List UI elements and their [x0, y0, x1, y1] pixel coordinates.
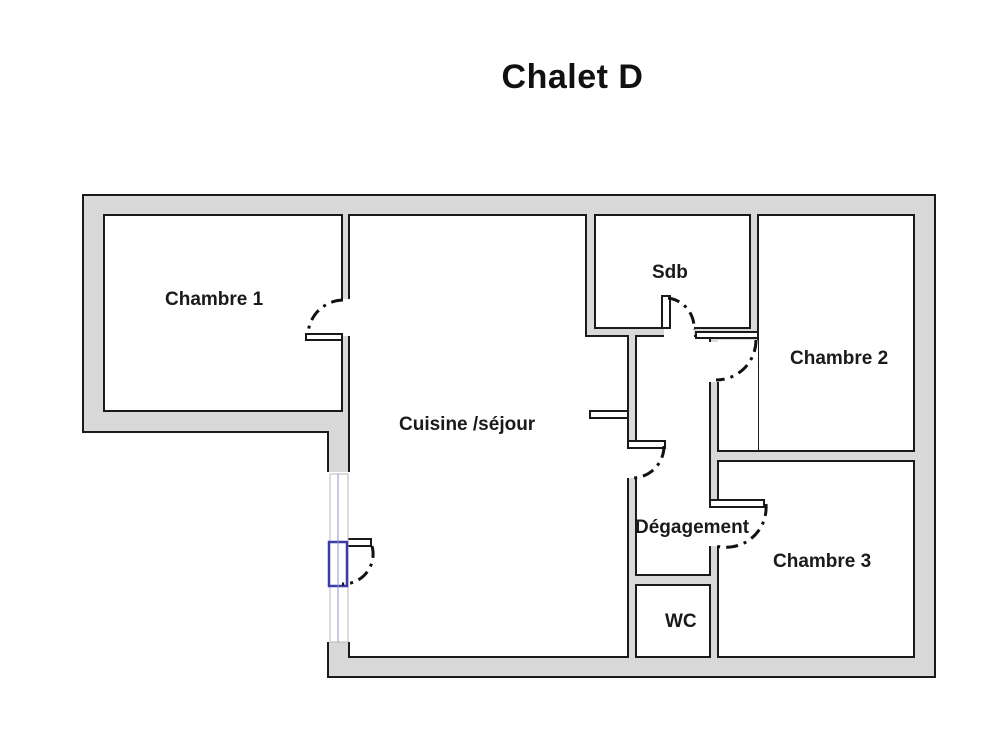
door-gap-cuisine [626, 446, 638, 478]
door-gap-sdb [664, 326, 694, 338]
door-gap-chambre-2 [708, 342, 720, 382]
room-degagement [635, 335, 711, 576]
label-cuisine-sejour: Cuisine /séjour [399, 414, 536, 435]
label-chambre-2: Chambre 2 [790, 348, 888, 369]
door-swing-chambre-2 [715, 339, 758, 382]
door-swing-chambre-1 [306, 298, 344, 335]
label-sdb: Sdb [652, 262, 688, 283]
plan-title: Chalet D [501, 58, 644, 96]
label-chambre-3: Chambre 3 [773, 551, 871, 572]
label-wc: WC [665, 611, 697, 632]
room-cuisine-sejour [348, 214, 629, 658]
door-gap-chambre-3 [708, 506, 720, 546]
door-swings [306, 296, 768, 586]
label-chambre-1: Chambre 1 [165, 289, 264, 310]
door-swing-cuisine [631, 445, 666, 480]
door-gap-chambre-1 [341, 299, 351, 336]
door-swing-chambre-3 [715, 503, 768, 549]
room-chambre-2 [757, 214, 915, 452]
room-wc [635, 584, 711, 658]
door-swing-sdb [667, 296, 696, 331]
label-degagement: Dégagement [635, 517, 750, 538]
room-chambre-2-lower [718, 340, 758, 451]
room-chambre-2-outline [717, 215, 914, 452]
door-swing-entrance [341, 545, 375, 586]
room-chambre-1 [103, 214, 343, 412]
room-sdb [594, 214, 751, 329]
